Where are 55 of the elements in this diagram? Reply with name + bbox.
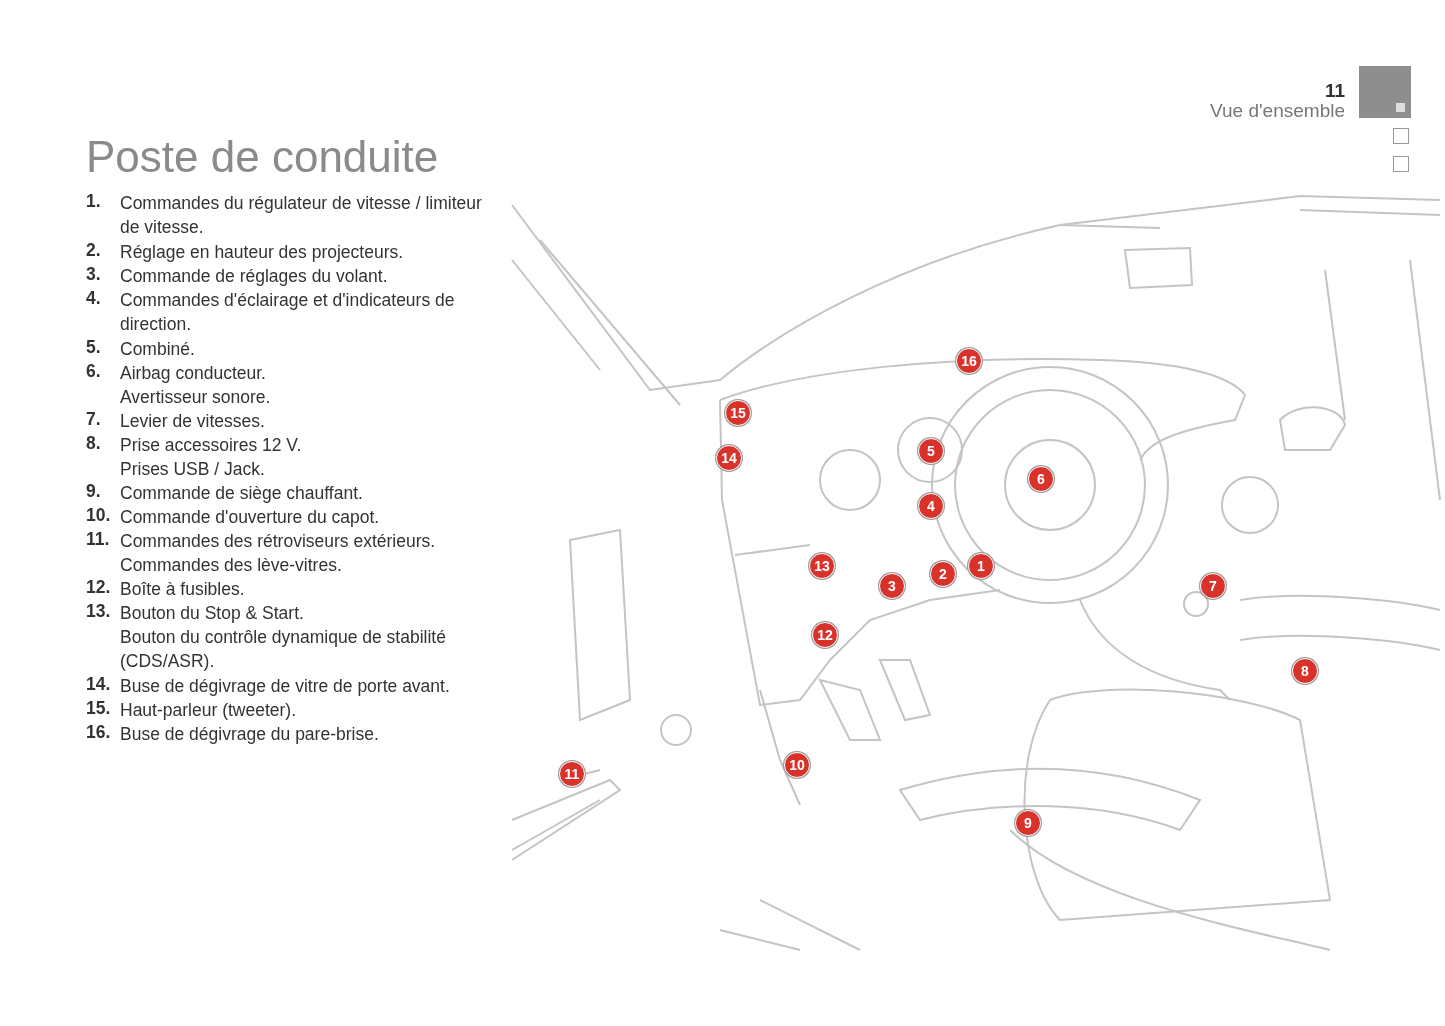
- callout-number: 7: [1200, 573, 1226, 599]
- list-item-text: Bouton du Stop & Start.: [120, 602, 305, 625]
- callout-number: 10: [784, 752, 810, 778]
- list-number: 12.: [86, 577, 111, 598]
- list-number: 5.: [86, 337, 101, 358]
- list-item-text: Boîte à fusibles.: [120, 578, 246, 601]
- list-number: 14.: [86, 674, 111, 695]
- list-number: 6.: [86, 361, 101, 382]
- list-item-text: Levier de vitesses.: [120, 410, 266, 433]
- list-number: 11.: [86, 529, 110, 550]
- callout-number: 4: [918, 493, 944, 519]
- callout-number: 5: [918, 438, 944, 464]
- list-item-text: Commandes d'éclairage et d'indicateurs de direction.: [120, 289, 456, 337]
- callout-number: 16: [956, 348, 982, 374]
- list-number: 1.: [86, 191, 101, 212]
- page-number: 11: [1324, 80, 1345, 102]
- callout-number: 1: [968, 553, 994, 579]
- list-item-text: Airbag conducteur.: [120, 362, 267, 385]
- list-item-text: Prises USB / Jack.: [120, 458, 266, 481]
- section-title: Vue d'ensemble: [1210, 100, 1345, 122]
- list-number: 16.: [86, 722, 111, 743]
- callout-number: 8: [1292, 658, 1318, 684]
- list-item-text: Commande de réglages du volant.: [120, 265, 389, 288]
- list-number: 9.: [86, 481, 101, 502]
- list-item-text: Réglage en hauteur des projecteurs.: [120, 241, 405, 264]
- list-item-text: Bouton du contrôle dynamique de stabilité (CDS/ASR).: [120, 626, 447, 674]
- list-item-text: Commandes des rétroviseurs extérieurs.: [120, 530, 437, 553]
- callout-number: 11: [559, 761, 585, 787]
- callout-number: 2: [930, 561, 956, 587]
- list-item-text: Commandes des lève-vitres.: [120, 554, 343, 577]
- list-number: 13.: [86, 601, 111, 622]
- list-item-text: Avertisseur sonore.: [120, 386, 272, 409]
- list-item-text: Haut-parleur (tweeter).: [120, 699, 298, 722]
- list-number: 2.: [86, 240, 101, 261]
- list-number: 3.: [86, 264, 101, 285]
- list-item-text: Commande d'ouverture du capot.: [120, 506, 381, 529]
- list-item-text: Commande de siège chauffant.: [120, 482, 364, 505]
- callout-number: 3: [879, 573, 905, 599]
- list-number: 8.: [86, 433, 101, 454]
- callout-number: 15: [725, 400, 751, 426]
- list-item-text: Prise accessoires 12 V.: [120, 434, 303, 457]
- callout-number: 9: [1015, 810, 1041, 836]
- list-number: 10.: [86, 505, 111, 526]
- callout-number: 12: [812, 622, 838, 648]
- list-number: 7.: [86, 409, 101, 430]
- callout-number: 6: [1028, 466, 1054, 492]
- list-item-text: Buse de dégivrage du pare-brise.: [120, 723, 380, 746]
- list-number: 15.: [86, 698, 111, 719]
- list-number: 4.: [86, 288, 101, 309]
- list-item-text: Commandes du régulateur de vitesse / limiteur de vitesse.: [120, 192, 482, 240]
- list-item-text: Combiné.: [120, 338, 196, 361]
- page-title: Poste de conduite: [86, 132, 439, 182]
- list-item-text: Buse de dégivrage de vitre de porte avant.: [120, 675, 451, 698]
- callout-number: 13: [809, 553, 835, 579]
- callout-number: 14: [716, 445, 742, 471]
